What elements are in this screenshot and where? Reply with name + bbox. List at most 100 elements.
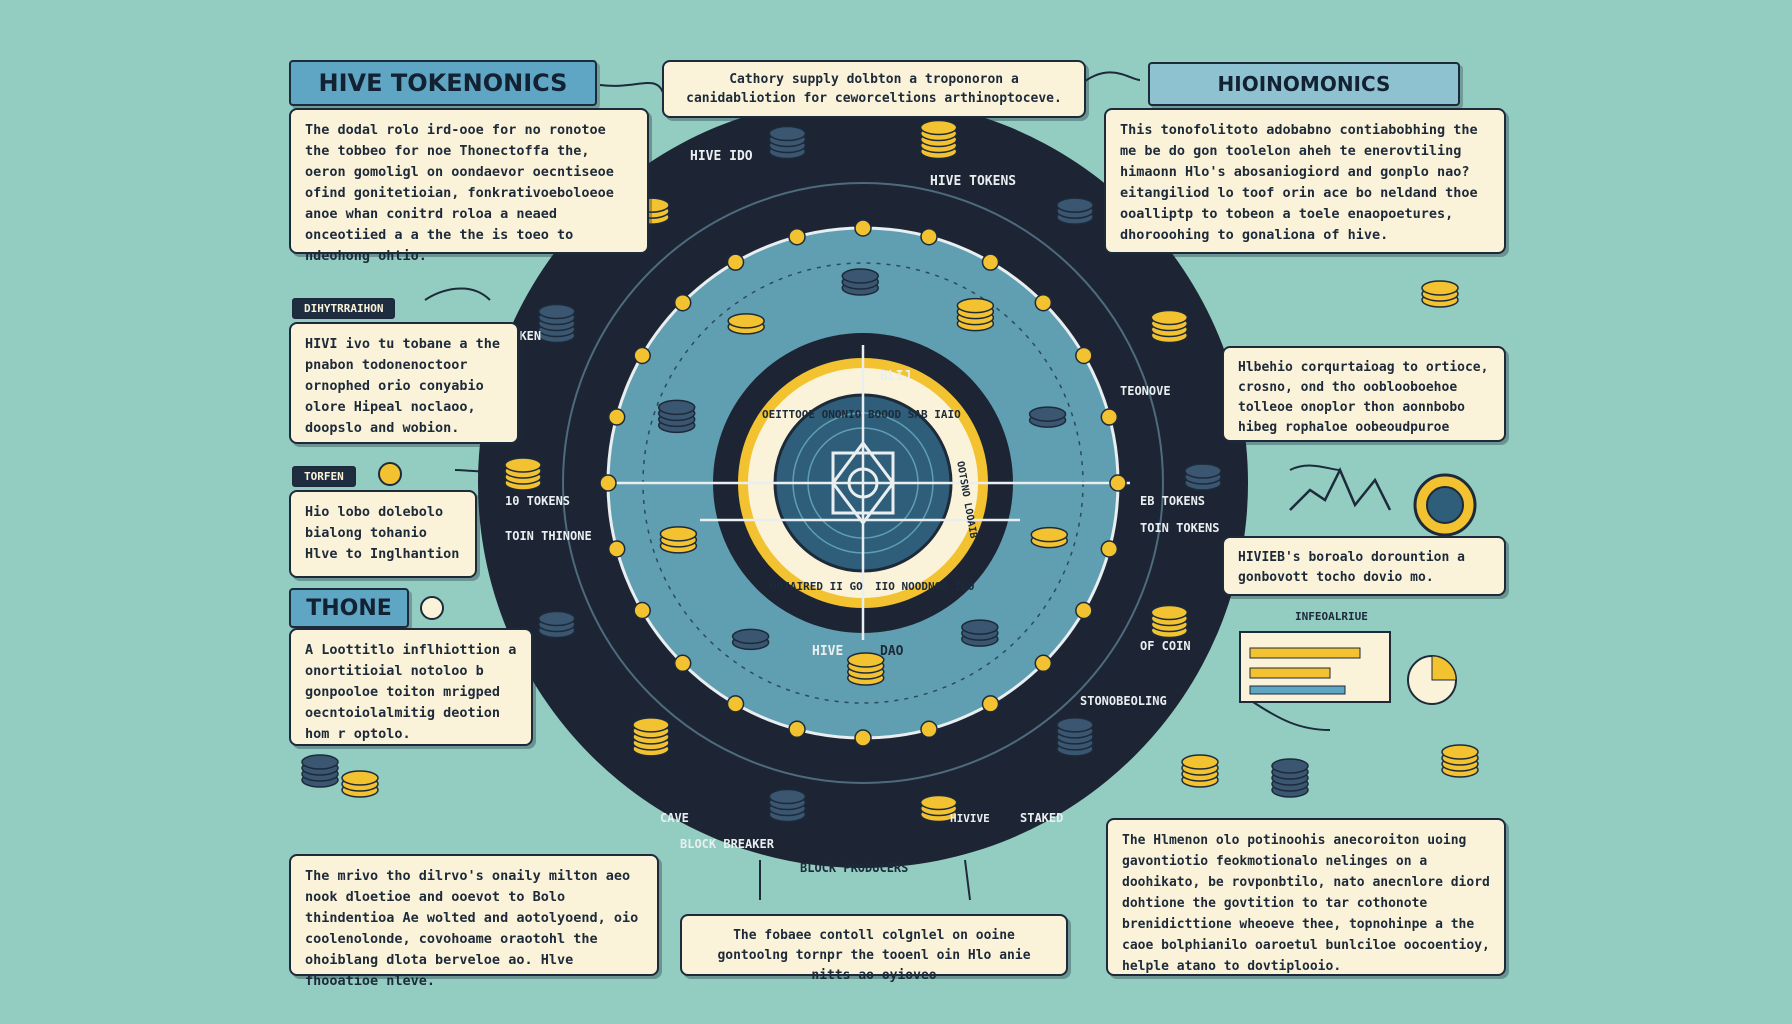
tag-token: TORFEN — [292, 466, 356, 487]
tag-token-text: TORFEN — [304, 470, 344, 483]
panel-left-3-text: Hio lobo dolebolo bialong tohanio Hlve t… — [305, 504, 460, 562]
coin — [1150, 604, 1189, 621]
ring-coin-dot — [607, 408, 626, 426]
coin — [727, 313, 765, 329]
coin — [1271, 758, 1309, 774]
panel-right-3-text: HIVIEB's boroalo dorountion a gonbovott … — [1238, 550, 1465, 585]
ring-coin-dot — [788, 720, 806, 739]
ring-coin-dot — [726, 253, 745, 271]
center-ring-top: BOOOD SAB IAIO — [868, 408, 961, 421]
label-staked: STAKED — [1020, 811, 1063, 825]
panel-bottom-center-text: The fobaee contoll colgnlel on ooine gon… — [717, 928, 1031, 983]
label-blij: BLIJ — [880, 369, 911, 384]
center-ring-bottom-2: IIO NOODNOE IOO — [875, 580, 975, 593]
axis-arrows — [600, 345, 1130, 640]
coin — [1056, 717, 1094, 733]
thone-coin-icon — [420, 596, 444, 620]
label-hive-center: HIVE — [812, 644, 843, 659]
label-block-producers: BLOCK PRODUCERS — [800, 861, 908, 875]
title-hive-tokenomics: HIVE TOKENONICS — [289, 60, 597, 106]
tag-distribution: DIHYTRRAIHON — [292, 298, 396, 319]
coin — [1150, 309, 1189, 326]
label-stonobeoling: STONOBEOLING — [1080, 694, 1167, 708]
ring-coin-dot — [1075, 601, 1093, 620]
label-ten-tokens: 10 TOKENS — [505, 494, 570, 508]
top-callout-text: Cathory supply dolbton a troponoron a ca… — [686, 72, 1062, 106]
coin — [1030, 526, 1069, 543]
ring-coin-dot — [607, 540, 626, 558]
top-callout: Cathory supply dolbton a troponoron a ca… — [662, 60, 1086, 118]
label-dao: DAO — [880, 644, 904, 659]
panel-right-3: HIVIEB's boroalo dorountion a gonbovott … — [1222, 536, 1506, 596]
label-cave: CAVE — [660, 811, 689, 825]
widget-label: INFEOALRIUE — [1295, 610, 1368, 623]
panel-bottom-right: The Hlmenon olo potinoohis anecoroiton u… — [1106, 818, 1506, 976]
coin — [1056, 197, 1094, 213]
center-ring-left: OEITTOOE ONONIO — [762, 408, 862, 421]
coin — [1181, 754, 1219, 770]
panel-right-1-text: This tonofolitoto adobabno contiabobhing… — [1120, 122, 1478, 243]
coin — [537, 610, 576, 627]
label-teonove: TEONOVE — [1120, 384, 1171, 398]
coin — [1184, 463, 1222, 479]
coin — [1421, 280, 1459, 296]
panel-left-1: The dodal rolo ird-ooe for no ronotoe th… — [289, 108, 649, 264]
coin — [341, 770, 379, 786]
coin — [301, 754, 339, 770]
panel-right-2-text: Hlbehio corqurtaioag to ortioce, crosno,… — [1238, 360, 1489, 435]
ring-coin-dot — [1034, 654, 1053, 673]
label-hive-tokens: HIVE TOKENS — [930, 174, 1016, 189]
coin — [841, 268, 879, 284]
outer-ring-inner-line — [562, 182, 1164, 784]
ring-coin-dot — [673, 654, 692, 673]
coin — [1441, 744, 1479, 760]
coin — [657, 399, 696, 416]
ring-coin-dot — [726, 695, 745, 713]
panel-left-4-text: A Loottitlo inflhiottion a onortitioial … — [305, 642, 517, 742]
panel-bottom-right-text: The Hlmenon olo potinoohis anecoroiton u… — [1122, 833, 1490, 974]
ring-coin-dot — [599, 474, 617, 492]
label-hive-ido: HIVE IDO — [690, 149, 753, 164]
coin — [961, 619, 999, 635]
panel-right-1: This tonofolitoto adobabno contiabobhing… — [1104, 108, 1506, 254]
ring-coin-dot — [1100, 540, 1119, 558]
title-hioinomonics-text: HIOINOMONICS — [1217, 72, 1391, 96]
coin — [504, 457, 542, 473]
panel-left-1-text: The dodal rolo ird-ooe for no ronotoe th… — [305, 122, 614, 264]
ring-coin-dot — [1075, 346, 1093, 365]
ring-coin-dot — [633, 601, 651, 620]
ring-coin-dot — [981, 253, 1000, 271]
ring-coin-dot — [1109, 474, 1127, 492]
coin — [768, 788, 807, 805]
coin — [632, 717, 670, 733]
label-of-coin: OF COIN — [1140, 639, 1191, 653]
panel-right-2: Hlbehio corqurtaioag to ortioce, crosno,… — [1222, 346, 1506, 442]
title-hive-tokenomics-text: HIVE TOKENONICS — [318, 69, 568, 97]
panel-left-2: HIVI ivo tu tobane a the pnabon todoneno… — [289, 322, 519, 444]
coin — [768, 125, 807, 142]
label-tokens-right: EB TOKENS — [1140, 494, 1205, 508]
sparkline — [1289, 467, 1392, 511]
ring-coin-dot — [920, 720, 938, 739]
coin — [731, 628, 770, 645]
panel-left-3: Hio lobo dolebolo bialong tohanio Hlve t… — [289, 490, 477, 578]
title-thone-text: THONE — [306, 595, 392, 621]
ring-coin-dot — [854, 729, 872, 747]
ring-coin-dot — [633, 346, 651, 365]
panel-left-4: A Loottitlo inflhiottion a onortitioial … — [289, 628, 533, 746]
ring-coin-dot — [854, 219, 872, 237]
coin — [659, 526, 698, 542]
ring-coin-dot — [1034, 293, 1053, 312]
label-toin-tokens: TOIN TOKENS — [1140, 521, 1219, 535]
token-coin-icon — [378, 462, 402, 486]
coin — [956, 297, 995, 314]
label-toin-thinone: TOIN THINONE — [505, 529, 592, 543]
panel-bottom-left: The mrivo tho dilrvo's onaily milton aeo… — [289, 854, 659, 989]
bar-widget — [1239, 631, 1457, 705]
ring-coin-dot — [981, 695, 1000, 713]
coin — [537, 303, 576, 320]
panel-bottom-center: The fobaee contoll colgnlel on ooine gon… — [680, 914, 1068, 983]
title-hioinomonics: HIOINOMONICS — [1148, 62, 1460, 106]
coin-stacks — [301, 119, 1479, 888]
